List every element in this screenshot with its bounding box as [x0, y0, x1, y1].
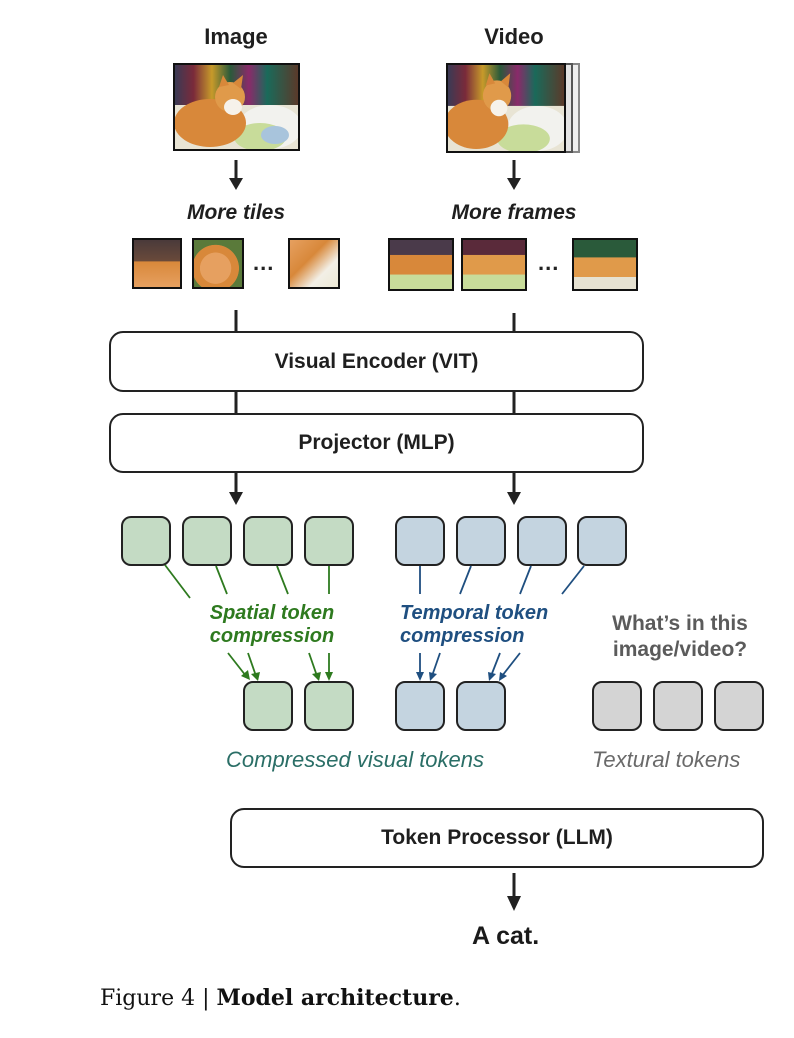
spatial-compression-connectors	[164, 564, 333, 681]
temporal-compression-line2: compression	[400, 625, 525, 647]
temporal-token	[395, 516, 445, 566]
projector-to-temporal-arrow	[507, 473, 521, 505]
visual-encoder-label: Visual Encoder (VIT)	[274, 349, 479, 373]
video-input-frames	[446, 63, 580, 153]
image-branch-label: More tiles	[186, 201, 286, 224]
video-frames-ellipsis: ...	[538, 250, 560, 275]
llm-to-output-arrow	[507, 873, 521, 911]
text-query: What’s in this image/video?	[590, 611, 770, 663]
projector-label: Projector (MLP)	[298, 431, 455, 454]
spatial-compression-label: Spatial token compression	[192, 602, 352, 648]
spatial-compression-line1: Spatial token	[209, 602, 335, 624]
visual-encoder-box: Visual Encoder (VIT)	[109, 331, 644, 392]
compressed-spatial-token	[243, 681, 293, 731]
text-query-line2: image/video?	[612, 638, 748, 661]
spatial-token	[182, 516, 232, 566]
compressed-visual-tokens-caption: Compressed visual tokens	[226, 747, 485, 772]
textural-tokens-caption: Textural tokens	[592, 747, 741, 772]
figure-caption-suffix: .	[453, 986, 461, 1011]
video-frame-front	[446, 63, 566, 153]
image-tile-2	[192, 238, 244, 289]
spatial-compression-line2: compression	[209, 625, 335, 647]
projector-to-spatial-arrow	[229, 473, 243, 505]
token-processor-label: Token Processor (LLM)	[381, 826, 613, 849]
video-input-title: Video	[484, 24, 544, 49]
text-token	[714, 681, 764, 731]
temporal-compression-label: Temporal token compression	[400, 602, 576, 648]
compressed-temporal-token	[456, 681, 506, 731]
video-down-arrow	[507, 160, 521, 190]
text-token	[592, 681, 642, 731]
temporal-token	[577, 516, 627, 566]
video-frame-1	[388, 238, 454, 291]
spatial-token	[304, 516, 354, 566]
temporal-compression-line1: Temporal token	[400, 602, 549, 624]
spatial-token	[243, 516, 293, 566]
text-query-line1: What’s in this	[612, 612, 748, 635]
video-branch-label: More frames	[451, 201, 577, 224]
image-tile-1	[132, 238, 182, 289]
image-input-title: Image	[204, 24, 268, 49]
figure-caption: Figure 4 | Model architecture.	[100, 985, 461, 1011]
token-processor-box: Token Processor (LLM)	[230, 808, 764, 868]
image-tiles-ellipsis: ...	[253, 250, 275, 275]
video-frame-n	[572, 238, 638, 291]
temporal-token	[456, 516, 506, 566]
model-output: A cat.	[472, 922, 540, 950]
compressed-spatial-token	[304, 681, 354, 731]
video-frame-2	[461, 238, 527, 291]
figure-caption-prefix: Figure 4 |	[100, 986, 217, 1011]
figure-caption-title: Model architecture	[216, 985, 454, 1011]
compressed-temporal-token	[395, 681, 445, 731]
image-down-arrow	[229, 160, 243, 190]
temporal-token	[517, 516, 567, 566]
spatial-token	[121, 516, 171, 566]
text-token	[653, 681, 703, 731]
projector-box: Projector (MLP)	[109, 413, 644, 473]
image-tile-n	[288, 238, 340, 289]
image-input-photo	[173, 63, 300, 151]
temporal-compression-connectors	[416, 565, 585, 681]
